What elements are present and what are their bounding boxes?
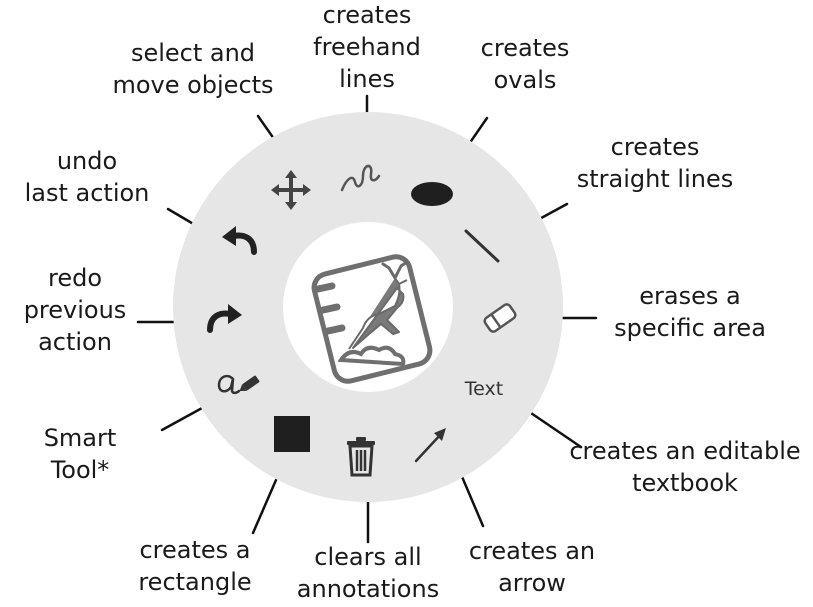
callout-line: undo: [56, 147, 118, 175]
leader-arrow: [458, 470, 485, 528]
rectangle-tool-button[interactable]: [264, 406, 320, 462]
callout-line: last action: [24, 179, 150, 207]
callout-line: creates straight lines: [560, 131, 750, 195]
callout-line: Smart: [43, 424, 117, 452]
callout-redo: redo previous action: [20, 262, 130, 358]
callout-rectangle: creates a rectangle: [125, 534, 265, 598]
callout-line: lines: [339, 65, 395, 93]
callout-text: creates an editable textbook: [560, 435, 810, 499]
oval-tool-button[interactable]: [404, 166, 460, 222]
callout-line: previous: [23, 296, 127, 324]
callout-line: creates an editable: [569, 437, 801, 465]
callout-line: rectangle: [138, 568, 252, 596]
undo-button[interactable]: [212, 212, 268, 268]
callout-line: specific area: [614, 314, 766, 342]
callout-line: action: [38, 328, 112, 356]
callout-line: creates a: [139, 536, 251, 564]
leader-text: [526, 409, 583, 449]
move-arrows-icon: [271, 170, 311, 210]
callout-move: select and move objects: [93, 37, 293, 101]
callout-line: annotations: [296, 575, 440, 603]
rectangle-icon: [274, 416, 310, 452]
freehand-tool-button[interactable]: [332, 148, 388, 204]
oval-icon: [411, 182, 453, 206]
callout-line: freehand: [313, 33, 421, 61]
callout-line: Tool*: [50, 456, 110, 484]
callout-line: arrow: [498, 569, 566, 597]
callout-undo: undo last action: [2, 145, 172, 209]
smart-tool-icon: [217, 374, 260, 395]
straight-line-icon: [464, 229, 500, 263]
eraser-tool-button[interactable]: [472, 290, 528, 346]
callout-smart: Smart Tool*: [30, 422, 130, 486]
move-tool-button[interactable]: [263, 162, 319, 218]
callout-line: erases a: [639, 282, 741, 310]
redo-button[interactable]: [196, 290, 252, 346]
arrow-tool-icon: [414, 428, 446, 463]
callout-line: creates: [480, 34, 570, 62]
callout-line: straight lines: [576, 165, 734, 193]
undo-arrow-icon: [222, 226, 257, 255]
text-tool-icon: Text: [464, 378, 504, 400]
callout-line: creates: [322, 1, 412, 29]
smart-tool-button[interactable]: [211, 355, 267, 411]
arrow-tool-button[interactable]: [402, 417, 458, 473]
redo-arrow-icon: [207, 304, 242, 333]
callout-line: select and: [130, 39, 256, 67]
freehand-squiggle-icon: [340, 164, 381, 192]
text-tool-button[interactable]: Text: [456, 361, 512, 417]
callout-arrow: creates an arrow: [457, 535, 607, 599]
callout-line: redo: [47, 264, 103, 292]
leader-rectangle: [251, 478, 278, 535]
tool-wheel-center: [283, 222, 453, 392]
callout-line: move objects: [112, 71, 274, 99]
notebook-deer-logo-icon: [311, 254, 433, 384]
eraser-icon: [483, 303, 517, 333]
callout-line: creates an: [468, 537, 596, 565]
callout-line: clears all: [314, 543, 422, 571]
clear-all-tool-button[interactable]: [333, 428, 389, 484]
callout-clear: clears all annotations: [283, 541, 453, 605]
straight-line-tool-button[interactable]: [454, 217, 510, 273]
callout-line: ovals: [493, 66, 557, 94]
trash-icon: [347, 437, 375, 477]
callout-line: textbook: [632, 469, 738, 497]
callout-line: creates: [610, 133, 700, 161]
callout-oval: creates ovals: [465, 32, 585, 96]
callout-freehand: creates freehand lines: [297, 0, 437, 95]
callout-eraser: erases a specific area: [590, 280, 790, 344]
